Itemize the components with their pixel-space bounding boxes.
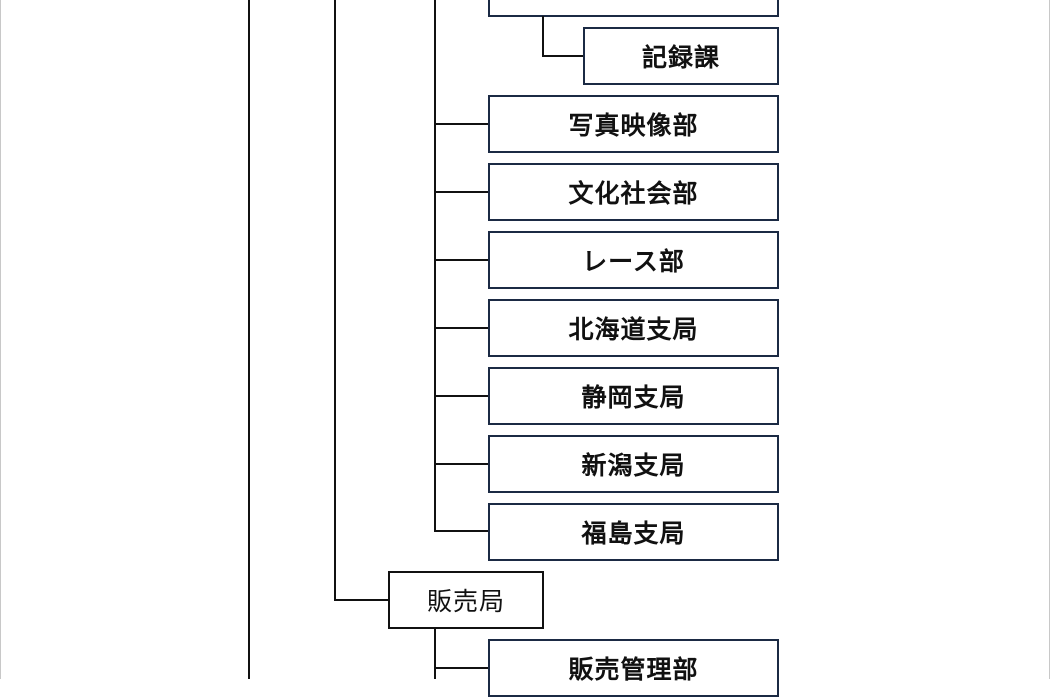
department-box-2: 文化社会部 xyxy=(488,163,779,221)
section-label-kiroku: 記録課 xyxy=(641,43,720,72)
root-trunk-line xyxy=(248,0,250,679)
connector-department-6 xyxy=(434,463,489,465)
connector-department-5 xyxy=(434,395,489,397)
sales-department-label-1: 販売管理部 xyxy=(568,655,699,684)
connector-department-3 xyxy=(434,259,489,261)
connector-sales-bureau xyxy=(334,599,390,601)
bureau-trunk-line-tail xyxy=(334,567,336,601)
department-label-7: 福島支局 xyxy=(581,519,686,548)
connector-department-2 xyxy=(434,191,489,193)
section-trunk-line xyxy=(542,16,544,57)
department-trunk-line xyxy=(434,0,436,532)
connector-department-7 xyxy=(434,530,489,532)
department-label-6: 新潟支局 xyxy=(581,451,686,480)
department-label-2: 文化社会部 xyxy=(568,179,699,208)
left-edge-divider xyxy=(0,0,1,679)
sales-department-box-1: 販売管理部 xyxy=(488,639,779,697)
department-box-4: 北海道支局 xyxy=(488,299,779,357)
connector-section-kiroku xyxy=(542,55,584,57)
bureau-trunk-line xyxy=(334,0,336,567)
connector-department-4 xyxy=(434,327,489,329)
department-label-4: 北海道支局 xyxy=(568,315,699,344)
bureau-label-sales: 販売局 xyxy=(426,587,505,616)
department-box-3: レース部 xyxy=(488,231,779,289)
section-box-kiroku: 記録課 xyxy=(583,27,779,85)
department-box-5: 静岡支局 xyxy=(488,367,779,425)
department-label-5: 静岡支局 xyxy=(581,383,686,412)
department-box-6: 新潟支局 xyxy=(488,435,779,493)
department-label-1: 写真映像部 xyxy=(568,111,699,140)
connector-sales-department-1 xyxy=(434,667,489,669)
department-box-7: 福島支局 xyxy=(488,503,779,561)
department-box-1: 写真映像部 xyxy=(488,95,779,153)
department-box-partial xyxy=(488,0,779,17)
department-label-3: レース部 xyxy=(582,247,685,276)
sales-department-trunk-line xyxy=(434,629,436,679)
bureau-box-sales: 販売局 xyxy=(388,571,544,629)
connector-department-1 xyxy=(434,123,489,125)
